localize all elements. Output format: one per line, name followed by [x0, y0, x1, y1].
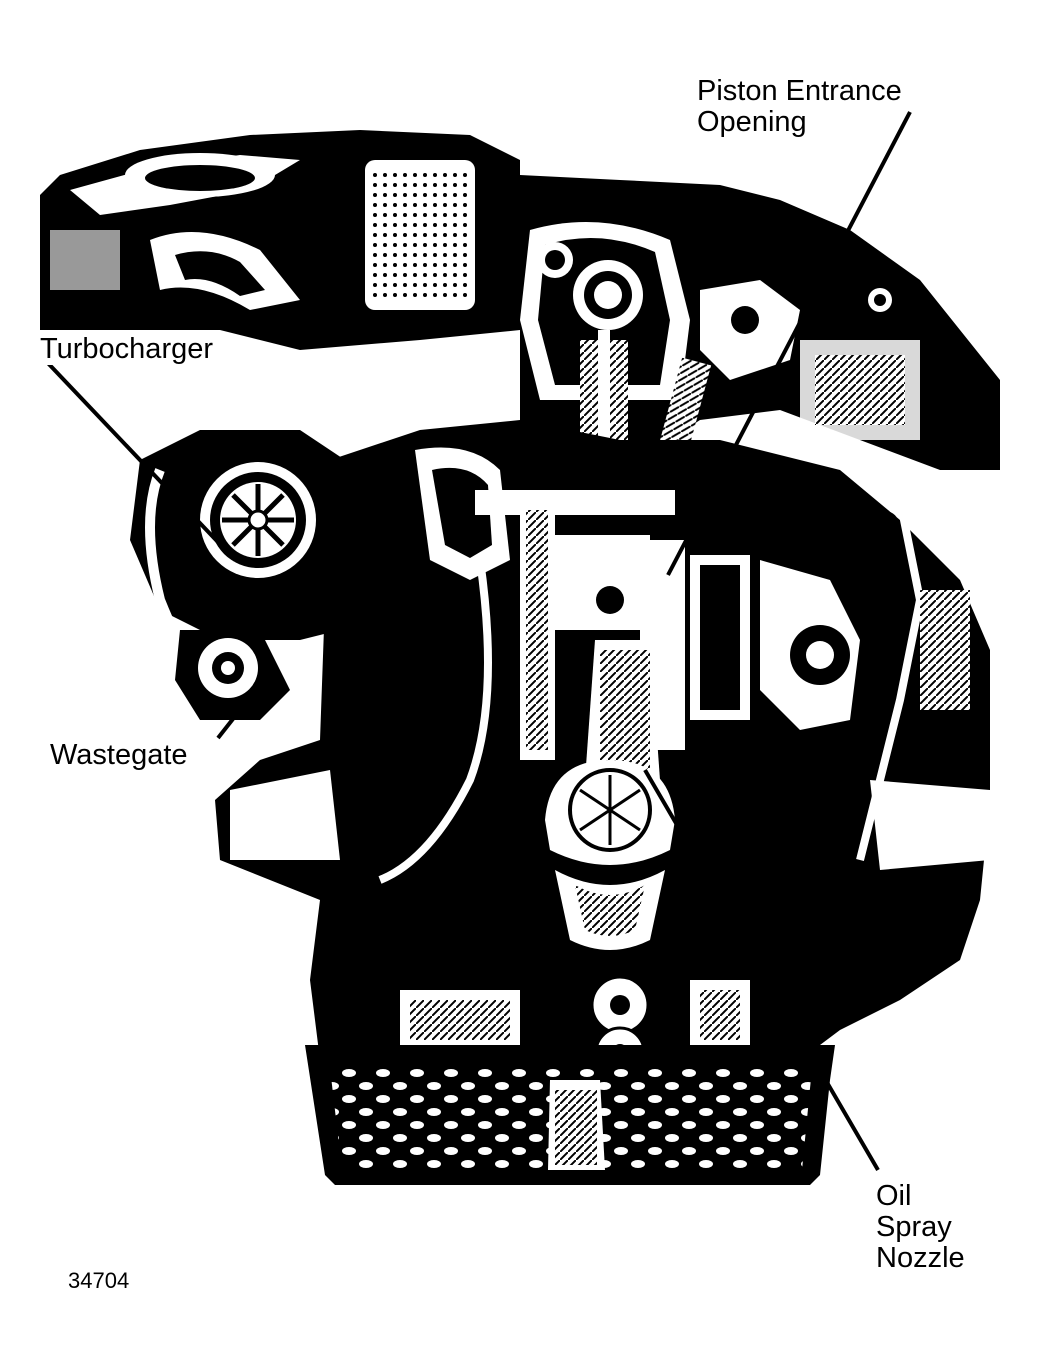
figure-number: 34704	[68, 1268, 130, 1293]
leader-turbocharger	[43, 358, 237, 562]
label-oil-line3: Nozzle	[876, 1242, 965, 1274]
label-oil-line1: Oil	[876, 1180, 912, 1212]
label-piston-line1: Piston Entrance	[697, 75, 902, 107]
oil-pan	[305, 1045, 835, 1185]
cylinder-head	[520, 175, 1000, 560]
crankshaft	[545, 760, 675, 950]
label-oil-line2: Spray	[876, 1211, 952, 1243]
label-wastegate: Wastegate	[50, 739, 188, 771]
leader-lines	[43, 111, 912, 1172]
wastegate-unit	[175, 630, 290, 720]
intake-assembly	[40, 130, 520, 350]
leader-wastegate	[216, 680, 264, 740]
label-oil-spray-nozzle: Oil Spray Nozzle	[876, 1181, 965, 1274]
engine-block	[215, 420, 990, 1060]
label-piston-line2: Opening	[697, 106, 807, 138]
label-piston-entrance-opening: Piston Entrance Opening	[697, 76, 902, 138]
leader-oil-spray-nozzle	[643, 768, 880, 1172]
label-turbocharger: Turbocharger	[37, 334, 217, 365]
leader-piston-entrance	[666, 111, 912, 576]
